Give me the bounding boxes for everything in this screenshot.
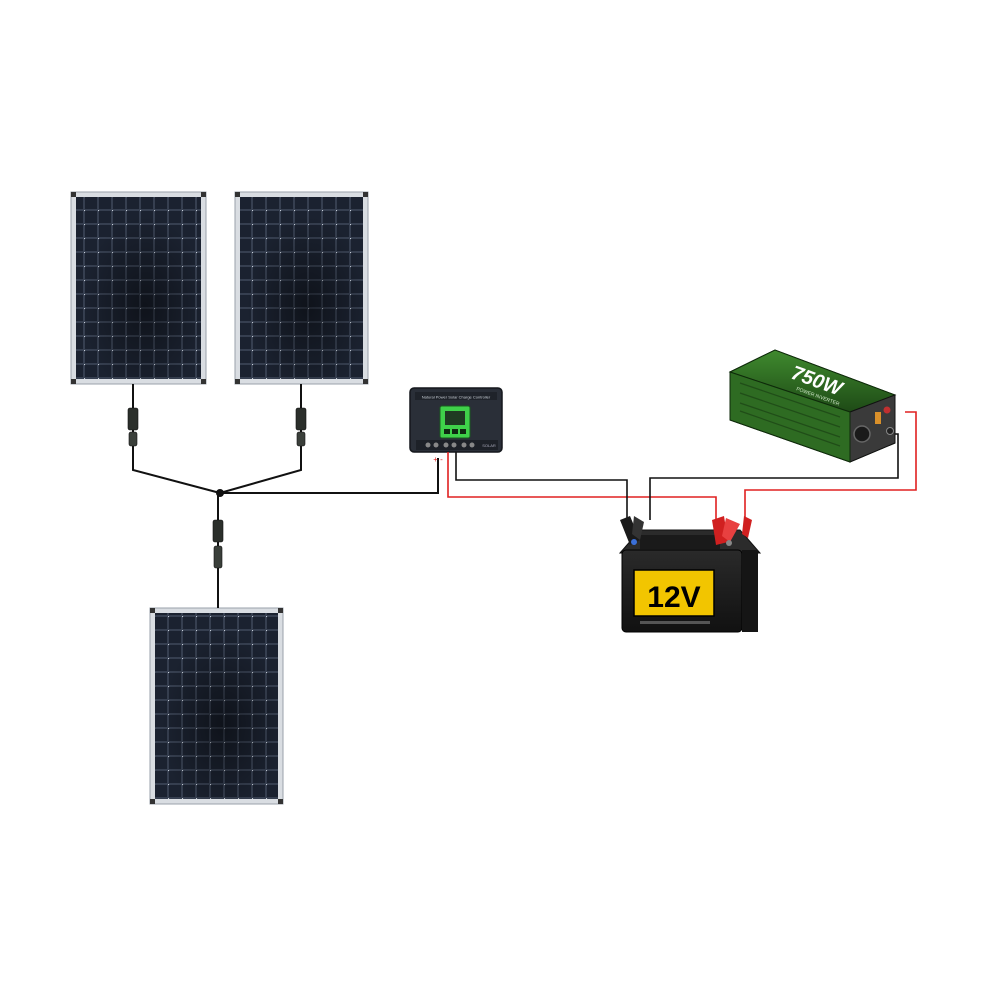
charge-controller-icon: Natural Power Solar Charge Controller SO… [409,387,503,464]
solar-panel-top-left [70,191,207,385]
battery-icon: 12V [618,529,762,633]
terminal-positive-icon [883,406,891,414]
solar-panel-top-right [234,191,369,385]
controller-bottom-label: SOLAR [482,443,496,448]
solar-panel-bottom [149,607,284,805]
fan-icon [853,425,871,443]
junction-dot [216,489,224,497]
outlet-icon [875,412,881,424]
terminal-negative-icon [886,427,894,435]
clamp-icon [620,516,752,546]
inverter-icon: 750W POWER INVERTER [728,349,897,463]
controller-polarity: + - [433,455,443,464]
mc4-connector-icon [127,407,307,569]
black-wires-panels [132,384,439,608]
controller-to-battery-wires [447,411,917,520]
controller-label: Natural Power Solar Charge Controller [422,395,491,400]
battery-voltage-label: 12V [647,581,700,614]
